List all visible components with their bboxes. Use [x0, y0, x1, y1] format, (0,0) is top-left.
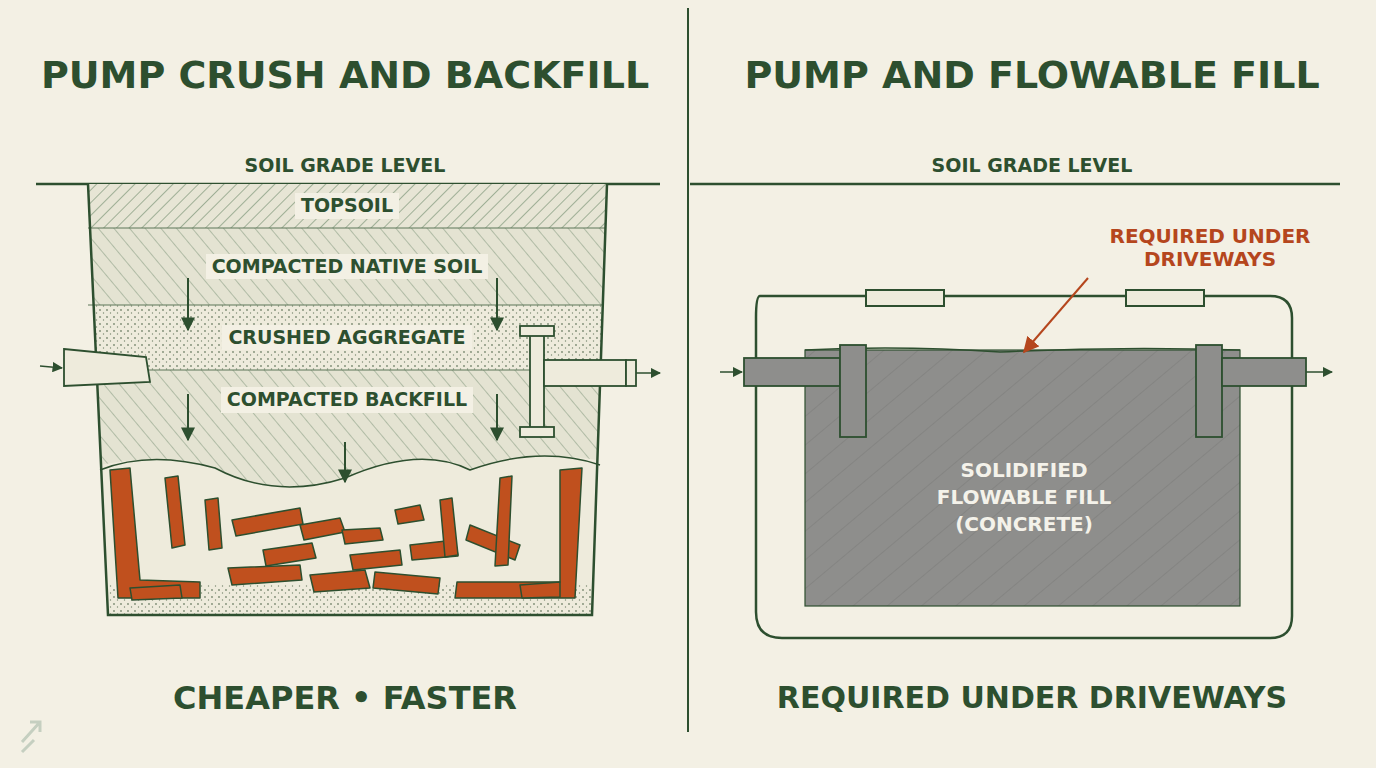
layer-label: TOPSOIL — [295, 193, 399, 219]
callout-label: REQUIRED UNDER DRIVEWAYS — [1075, 225, 1345, 271]
panel-title: PUMP CRUSH AND BACKFILL — [41, 54, 649, 98]
fill-label: SOLIDIFIED FLOWABLE FILL (CONCRETE) — [918, 456, 1130, 539]
layer-label: COMPACTED BACKFILL — [221, 387, 473, 413]
soil-band: CRUSHED AGGREGATE — [100, 307, 594, 368]
grade-label: SOIL GRADE LEVEL — [245, 155, 446, 177]
soil-band: COMPACTED BACKFILL — [100, 372, 594, 452]
footer-note: REQUIRED UNDER DRIVEWAYS — [777, 681, 1287, 716]
soil-band: TOPSOIL — [100, 186, 594, 226]
panel-title: PUMP AND FLOWABLE FILL — [744, 54, 1319, 98]
grade-label: SOIL GRADE LEVEL — [932, 155, 1133, 177]
tank: SOLIDIFIED FLOWABLE FILL (CONCRETE) — [756, 296, 1292, 638]
soil-band: COMPACTED NATIVE SOIL — [100, 230, 594, 303]
layer-label: CRUSHED AGGREGATE — [222, 325, 471, 351]
layer-label: COMPACTED NATIVE SOIL — [206, 254, 489, 280]
footer-note: CHEAPER • FASTER — [173, 680, 517, 717]
